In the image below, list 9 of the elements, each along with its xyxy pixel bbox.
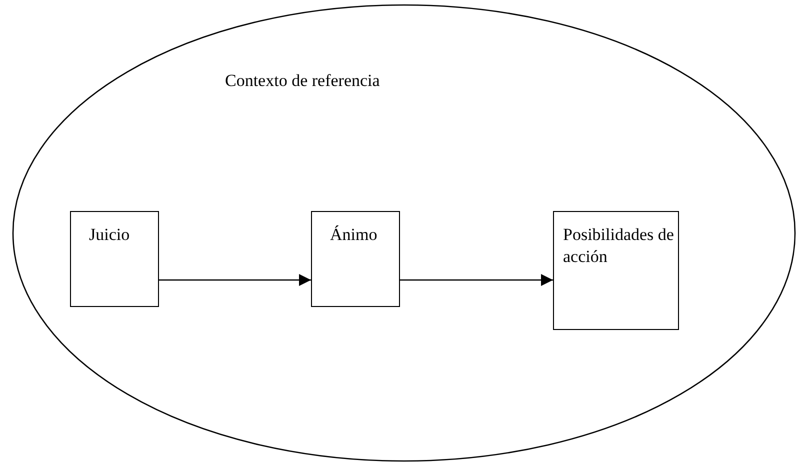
arrow: [400, 274, 553, 286]
box-label: Juicio: [89, 224, 130, 246]
process-box: [311, 211, 400, 307]
process-box: [553, 211, 679, 330]
arrow: [159, 274, 311, 286]
context-label: Contexto de referencia: [225, 70, 380, 92]
process-box: [70, 211, 159, 307]
box-label: Ánimo: [330, 224, 378, 246]
box-label: Posibilidades de acción: [563, 224, 675, 268]
